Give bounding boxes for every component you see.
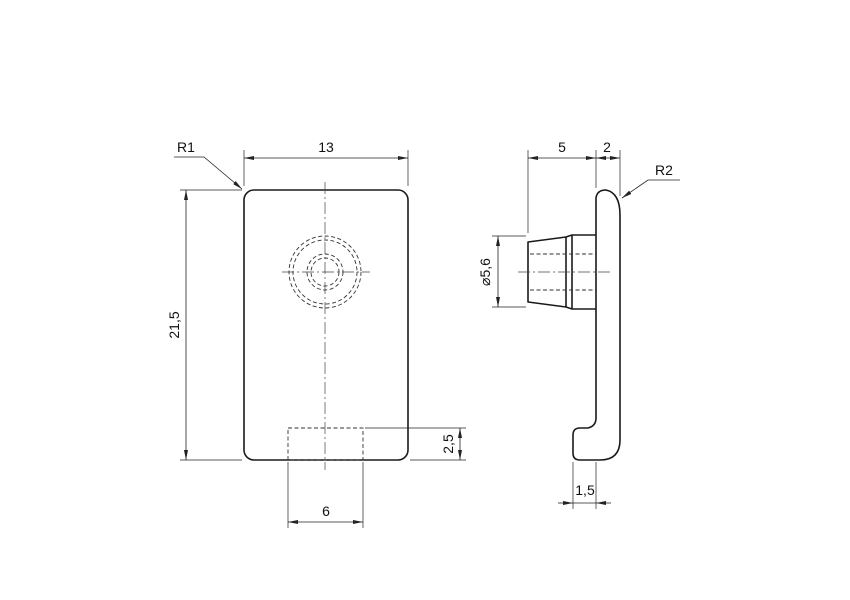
pin-diameter-label: ⌀5,6	[477, 258, 493, 286]
front-outline	[243, 189, 409, 461]
slot-depth-label: 2,5	[440, 434, 456, 454]
hole-chamfer-circle	[292, 239, 358, 305]
pin-length-label: 5	[558, 139, 566, 155]
dimension-plate-thickness: 2	[596, 139, 621, 196]
r1-label: R1	[177, 139, 195, 155]
slot-width-label: 6	[322, 503, 330, 519]
r1-leader	[174, 156, 243, 190]
hole-bore-circle	[310, 257, 340, 287]
dimension-edge-radius: R2	[621, 162, 680, 199]
dimension-height: 21,5	[166, 189, 242, 461]
dimension-pin-length: 5	[527, 139, 597, 233]
pin	[518, 234, 612, 310]
width-label: 13	[318, 139, 334, 155]
hole-inner-circle	[306, 253, 344, 291]
plate-thickness-label: 2	[603, 139, 611, 155]
height-label: 21,5	[166, 311, 182, 338]
dimension-slot-width: 6	[287, 462, 364, 528]
dimension-slot-depth: 2,5	[365, 427, 466, 461]
dimension-foot-width: 1,5	[558, 462, 611, 509]
foot-width-label: 1,5	[575, 482, 595, 498]
front-view: 13 R1 21,5 2,5 6	[166, 139, 466, 528]
dimension-width: 13	[243, 139, 409, 186]
dimension-pin-diameter: ⌀5,6	[477, 235, 526, 308]
bottom-slot-hidden	[287, 427, 364, 461]
r2-label: R2	[655, 162, 673, 178]
dimension-corner-radius: R1	[174, 139, 243, 190]
plate-outline	[572, 189, 621, 461]
side-view: 5 2 R2 ⌀5,6 1,5	[477, 139, 680, 509]
r2-leader	[621, 179, 680, 199]
hole-outer-circle	[288, 235, 362, 309]
